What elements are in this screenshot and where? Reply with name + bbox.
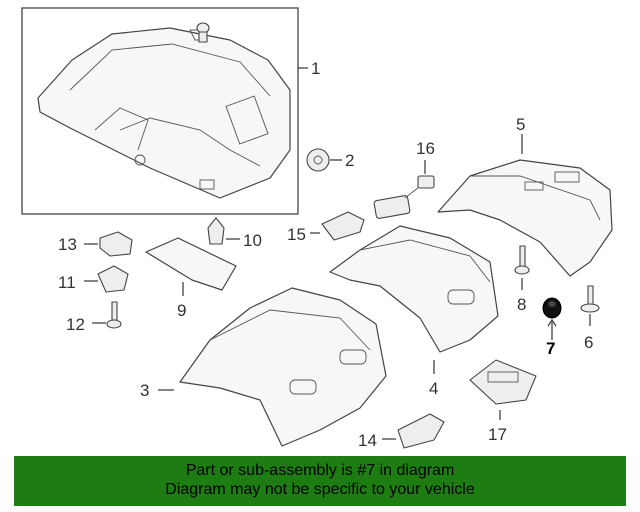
part-3-front-panel[interactable]	[179, 287, 387, 447]
callout-4[interactable]: 4	[429, 379, 438, 398]
callout-8[interactable]: 8	[517, 295, 526, 314]
part-16-harness[interactable]	[373, 175, 435, 219]
callout-17[interactable]: 17	[488, 425, 507, 444]
part-12-pin[interactable]	[106, 301, 122, 329]
footer-banner: Part or sub-assembly is #7 in diagram Di…	[14, 456, 626, 506]
part-4-middle-panel[interactable]	[329, 225, 499, 353]
part-17-console[interactable]	[469, 359, 537, 405]
clip-top-icon	[196, 22, 210, 43]
part-5-rear-panel[interactable]	[437, 159, 613, 277]
callout-2[interactable]: 2	[345, 151, 354, 170]
part-8-pin[interactable]	[514, 245, 530, 275]
callout-11[interactable]: 11	[58, 273, 76, 292]
part-9-pad[interactable]	[145, 237, 237, 291]
callout-5[interactable]: 5	[516, 115, 525, 134]
part-11-clip[interactable]	[97, 265, 129, 293]
part-1-headliner[interactable]	[37, 27, 291, 199]
part-1-headliner-group[interactable]	[21, 7, 299, 215]
part-6-pin[interactable]	[580, 285, 600, 313]
part-10-clip[interactable]	[207, 217, 225, 245]
callout-9[interactable]: 9	[177, 301, 186, 320]
callout-3[interactable]: 3	[140, 381, 149, 400]
callout-10[interactable]: 10	[243, 231, 262, 250]
part-15-lamp[interactable]	[321, 211, 365, 241]
callout-12[interactable]: 12	[66, 315, 85, 334]
callout-7[interactable]: 7	[546, 339, 555, 358]
callout-14[interactable]: 14	[358, 431, 377, 450]
part-2-grommet[interactable]	[306, 148, 330, 172]
callout-15[interactable]: 15	[287, 225, 306, 244]
footer-line-2: Diagram may not be specific to your vehi…	[165, 481, 475, 498]
part-7-nut[interactable]	[542, 297, 562, 319]
callout-16[interactable]: 16	[416, 139, 435, 158]
part-14-handle[interactable]	[397, 413, 445, 449]
footer-line-1: Part or sub-assembly is #7 in diagram	[185, 462, 455, 479]
callout-1[interactable]: 1	[311, 59, 320, 78]
part-13-bracket[interactable]	[99, 231, 133, 257]
callout-13[interactable]: 13	[58, 235, 77, 254]
callout-6[interactable]: 6	[584, 333, 593, 352]
